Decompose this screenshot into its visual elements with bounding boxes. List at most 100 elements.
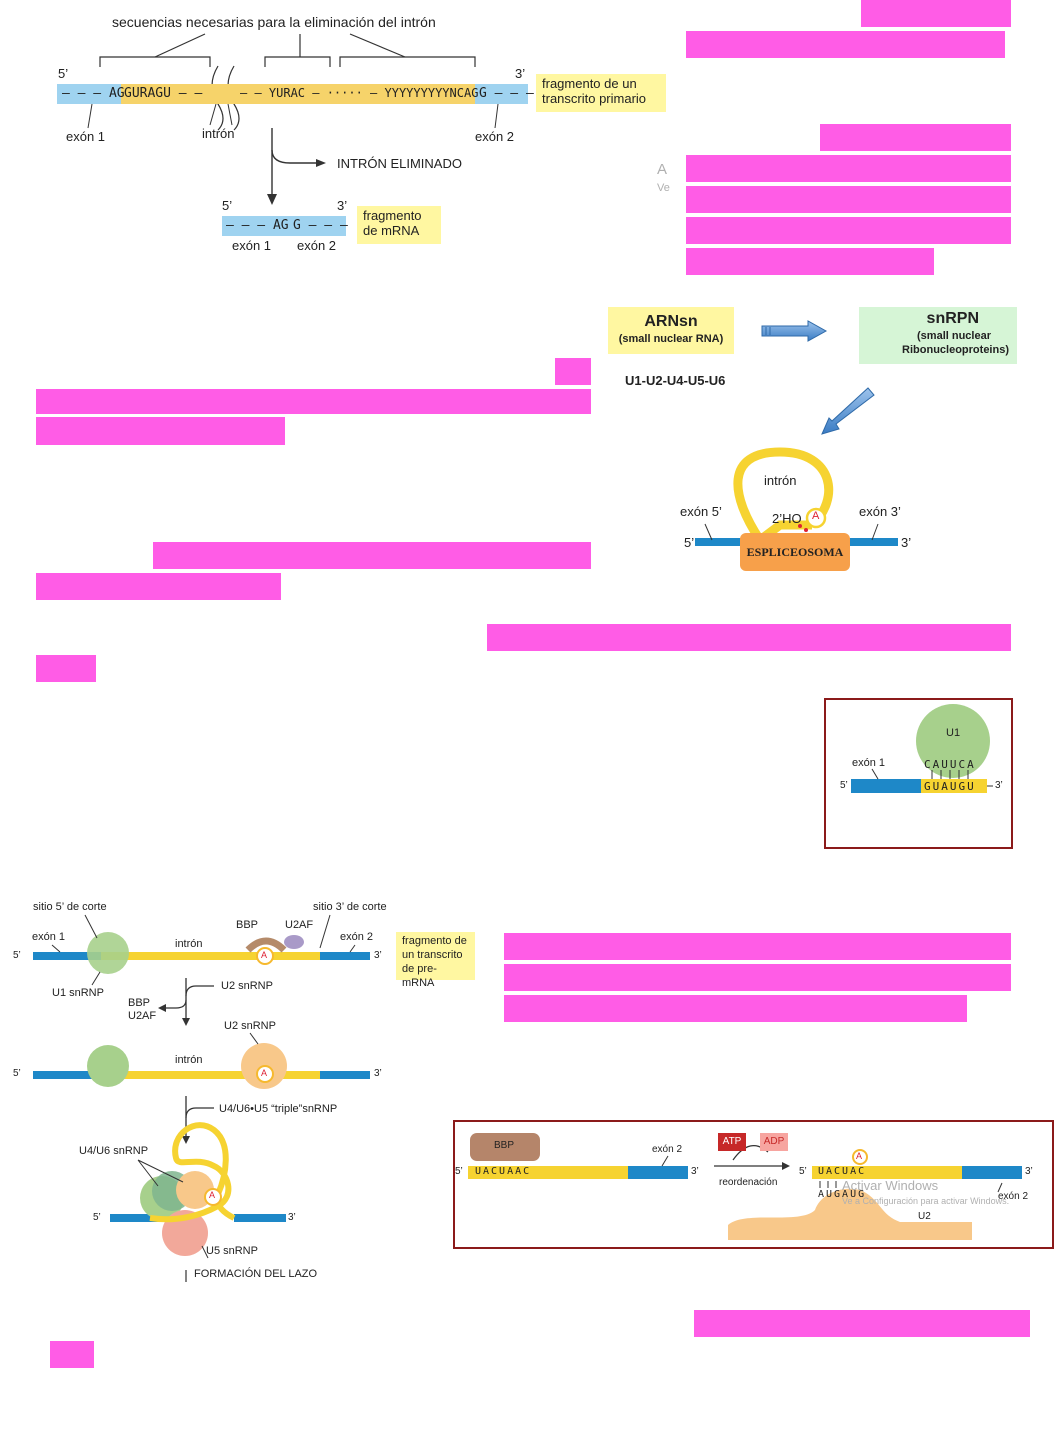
fig1-mrna-exon1: exón 1 bbox=[232, 238, 272, 253]
u1-top-seq: CAUUCA bbox=[924, 758, 976, 771]
spliceosome-three: 3’ bbox=[901, 535, 912, 550]
fig1-label-exon2: exón 2 bbox=[475, 129, 515, 144]
fig4-three-left: 3’ bbox=[691, 1166, 699, 1177]
fig3-intron2: intrón bbox=[175, 1054, 203, 1066]
fig4-bbp: BBP bbox=[494, 1140, 515, 1151]
fig3-three-2: 3’ bbox=[374, 1068, 382, 1079]
redaction-block bbox=[153, 542, 591, 569]
redaction-block bbox=[686, 186, 1011, 213]
fig1-label-intron: intrón bbox=[202, 126, 235, 141]
snrpn-sub2: Ribonucleoproteins) bbox=[902, 344, 1009, 356]
snrpn-sub1: (small nuclear bbox=[917, 330, 991, 342]
fig3-a-3: A bbox=[209, 1190, 216, 1200]
fig3-note: fragmento de un transcrito de pre-mRNA bbox=[396, 932, 475, 989]
redaction-block bbox=[686, 248, 934, 275]
fig3-u4u6: U4/U6 snRNP bbox=[79, 1145, 149, 1157]
arnsn-sub: (small nuclear RNA) bbox=[618, 333, 724, 345]
arnsn-title: ARNsn bbox=[644, 313, 698, 330]
fig3-lazo: FORMACIÓN DEL LAZO bbox=[194, 1268, 318, 1280]
os-activation-overlay-1: Activar Windows bbox=[842, 1178, 939, 1193]
u1-label: U1 bbox=[946, 727, 961, 739]
fig1-exon1-bar bbox=[57, 84, 121, 104]
fig3-a-2: A bbox=[261, 1068, 268, 1078]
fig3-u2snrnp-in: U2 snRNP bbox=[221, 980, 273, 992]
u1-box bbox=[824, 698, 1013, 849]
spliceosome-intron: intrón bbox=[764, 473, 797, 488]
fig3-u1snrnp: U1 snRNP bbox=[52, 987, 104, 999]
fig1-note-mrna: fragmento de mRNA bbox=[357, 206, 441, 244]
redaction-block bbox=[686, 155, 1011, 182]
spliceosome-a: A bbox=[812, 510, 820, 522]
fig1-header: secuencias necesarias para la eliminació… bbox=[112, 14, 436, 30]
fig4-a: A bbox=[856, 1151, 863, 1161]
os-activation-overlay-2: Ve a Configuración para activar Windows. bbox=[842, 1196, 1010, 1206]
fig3-three-1: 3’ bbox=[374, 950, 382, 961]
redaction-block bbox=[50, 1341, 94, 1368]
fig3-exon1: exón 1 bbox=[32, 931, 66, 943]
snrpn-box: snRPN (small nuclear Ribonucleoproteins) bbox=[859, 307, 1017, 364]
fig1-intron-seq-b: – – YURAC – ····· – YYYYYYYYYNCAG bbox=[240, 86, 479, 100]
fig1-intron-bar bbox=[121, 84, 475, 104]
spliceosome-body bbox=[740, 533, 850, 571]
redaction-block bbox=[861, 0, 1011, 27]
fig4-adp: ADP bbox=[760, 1133, 788, 1151]
fig1-mrna-left: – – – AG bbox=[226, 218, 289, 233]
fig1-mrna-3: 3’ bbox=[337, 198, 348, 213]
fig3-u5: U5 snRNP bbox=[206, 1245, 258, 1257]
redaction-block bbox=[820, 124, 1011, 151]
watermark-fragment-2: Ve bbox=[657, 182, 670, 194]
fig1-five-prime: 5’ bbox=[58, 66, 69, 81]
redaction-block bbox=[504, 964, 1011, 991]
fig4-three-right: 3’ bbox=[1025, 1166, 1033, 1177]
fig3-bbp-out: BBP bbox=[128, 997, 151, 1009]
fig1-exon2-bar bbox=[475, 84, 528, 104]
fig4-seq-right-bottom: AUGAUG bbox=[818, 1189, 867, 1200]
fig4-five-left: 5’ bbox=[455, 1166, 463, 1177]
fig1-mrna-5: 5’ bbox=[222, 198, 233, 213]
spliceosome-label: ESPLICEOSOMA bbox=[746, 545, 844, 559]
spliceosome-ho: 2’HO bbox=[772, 511, 802, 526]
fig4-seq-left: UACUAAC bbox=[475, 1166, 532, 1177]
redaction-block bbox=[36, 573, 281, 600]
u1-exon1: exón 1 bbox=[852, 757, 886, 769]
redaction-block bbox=[686, 31, 1005, 58]
fig4-seq-right-top: UACUAC bbox=[818, 1166, 867, 1177]
fig4-exon2: exón 2 bbox=[652, 1144, 683, 1155]
fig3-bbp: BBP bbox=[236, 919, 259, 931]
arnsn-box: ARNsn (small nuclear RNA) bbox=[608, 307, 734, 354]
fig1-removed: INTRÓN ELIMINADO bbox=[337, 156, 462, 171]
fig1-label-exon1: exón 1 bbox=[66, 129, 106, 144]
spliceosome-five: 5’ bbox=[684, 535, 695, 550]
redaction-block bbox=[36, 417, 285, 445]
fig4-box bbox=[453, 1120, 1054, 1249]
redaction-block bbox=[694, 1310, 1030, 1337]
fig1-three-prime: 3’ bbox=[515, 66, 526, 81]
fig4-u2: U2 bbox=[918, 1211, 931, 1222]
fig1-mrna-right: G – – – bbox=[293, 218, 348, 233]
fig3-u2snrnp: U2 snRNP bbox=[224, 1020, 276, 1032]
fig3-triple: U4/U6•U5 “triple”snRNP bbox=[219, 1103, 338, 1115]
u1-bottom-seq: GUAUGU bbox=[924, 780, 976, 793]
fig3-three-3: 3’ bbox=[288, 1212, 296, 1223]
watermark-fragment-1: A bbox=[657, 161, 668, 178]
fig1-exon1-seq: – – – AG bbox=[62, 86, 125, 101]
fig4-atp: ATP bbox=[718, 1133, 746, 1151]
redaction-block bbox=[686, 217, 1011, 244]
fig4-reorder: reordenación bbox=[719, 1177, 778, 1188]
fig3-u2af-out: U2AF bbox=[128, 1010, 157, 1022]
fig3-site5: sitio 5’ de corte bbox=[33, 901, 107, 913]
fig3-a-1: A bbox=[261, 950, 268, 960]
fig3-five-3: 5’ bbox=[93, 1212, 101, 1223]
u1-three: 3’ bbox=[995, 780, 1003, 791]
fig3-u2af: U2AF bbox=[285, 919, 314, 931]
u-list: U1-U2-U4-U5-U6 bbox=[625, 373, 726, 388]
fig3-five-1: 5’ bbox=[13, 950, 21, 961]
redaction-block bbox=[487, 624, 1011, 651]
spliceosome-exon5: exón 5’ bbox=[680, 504, 722, 519]
snrpn-title: snRPN bbox=[926, 310, 979, 327]
